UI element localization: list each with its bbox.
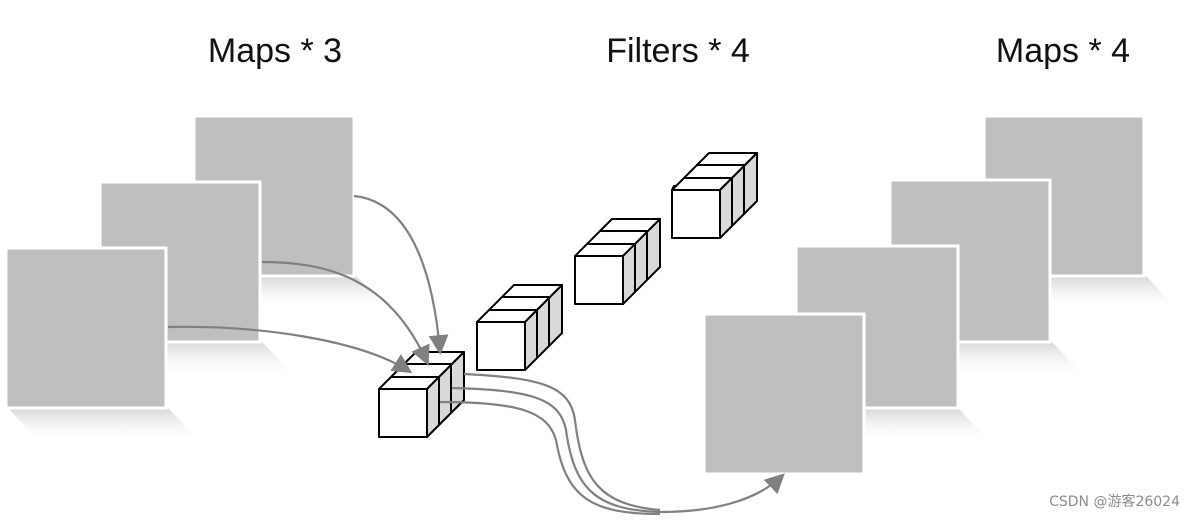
output-maps-label: Maps * 4 [996, 32, 1130, 70]
output-arrows [439, 372, 785, 516]
filters [378, 152, 758, 438]
arrow-filter-row2 [451, 386, 661, 514]
arrow-map3-to-filter [353, 194, 449, 355]
input-maps-label: Maps * 3 [208, 32, 342, 70]
arrow-filter-row3 [439, 400, 661, 516]
arrow-to-output-map [659, 473, 785, 514]
filter-cube-3 [574, 218, 661, 305]
filter-cube-2 [476, 284, 563, 371]
filters-label: Filters * 4 [606, 32, 750, 70]
arrow-filter-row1 [463, 372, 661, 512]
input-maps [4, 114, 390, 444]
output-maps [702, 114, 1180, 476]
watermark: CSDN @游客26024 [1049, 493, 1180, 510]
filter-cube-1 [378, 351, 465, 438]
filter-cube-4 [671, 152, 758, 239]
output-map-1 [702, 312, 866, 476]
arrow-map1-to-filter [167, 325, 413, 374]
input-map-1 [4, 246, 202, 444]
input-arrows [167, 194, 449, 374]
arrow-map2-to-filter [261, 260, 430, 366]
